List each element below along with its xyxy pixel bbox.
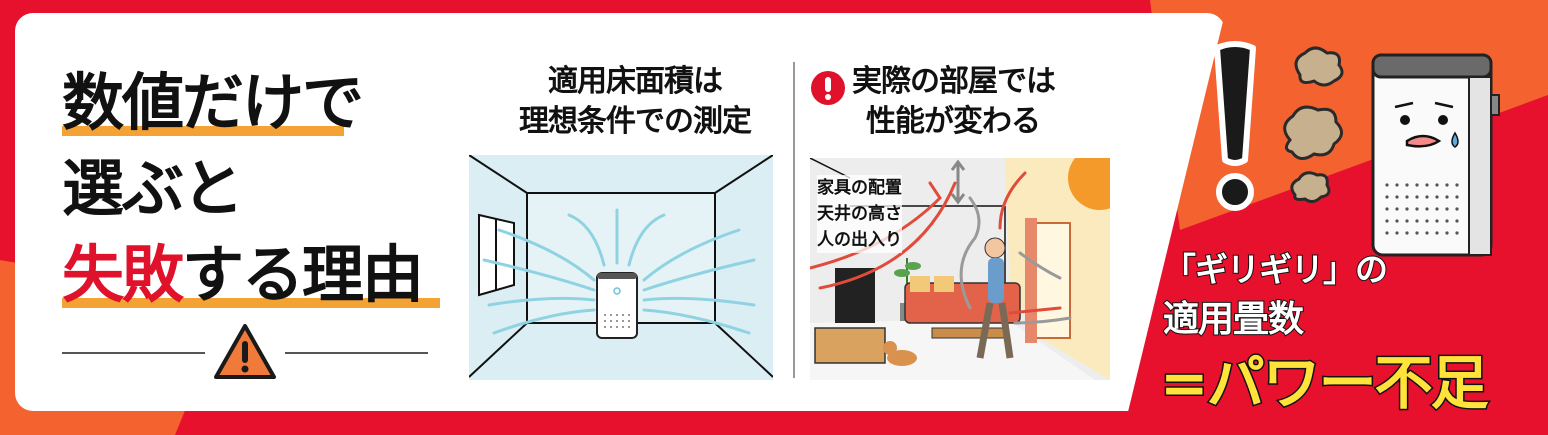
exclamation-circle-icon (811, 71, 845, 105)
divider-line-left (62, 352, 205, 354)
title-line-2: 選ぶと (62, 152, 244, 225)
ideal-room-illustration (469, 155, 773, 380)
panel-divider (793, 62, 795, 378)
disrupted-airflow-gray (959, 196, 1072, 325)
airflow-lines (482, 208, 756, 335)
tv-stand (814, 327, 886, 364)
divider-line-right (285, 352, 428, 354)
title-line-3: 失敗する理由 (62, 232, 440, 318)
warning-triangle-icon (214, 324, 276, 379)
title-line-1: 数値だけで (62, 66, 364, 139)
room-factors-list: 家具の配置 天井の高さ 人の出入り (817, 175, 902, 253)
dust-clouds-icon (1283, 46, 1344, 204)
real-room-illustration (810, 158, 1110, 380)
title-highlight-word: 失敗 (62, 238, 184, 311)
conclusion-line-1: 「ギリギリ」の (1162, 249, 1389, 290)
title-underline-1 (62, 126, 344, 136)
sun-icon (1068, 158, 1110, 210)
ideal-panel-title: 適用床面積は 理想条件での測定 (519, 64, 752, 139)
air-purifier-icon (596, 272, 638, 339)
main-title: 数値だけで 選ぶと 失敗する理由 (62, 60, 440, 318)
warning-divider (62, 322, 428, 382)
dog-icon (887, 350, 917, 366)
tv-icon (835, 268, 875, 323)
person-icon (984, 237, 1006, 259)
conclusion-line-2: 適用畳数 (1162, 298, 1305, 341)
real-panel-title: 実際の部屋では 性能が変わる (852, 64, 1056, 139)
conclusion-line-3: =パワー不足 (1159, 348, 1491, 419)
worried-air-purifier-icon (1371, 53, 1500, 257)
big-exclamation-icon (1214, 41, 1256, 211)
title-underline-2 (62, 298, 440, 308)
